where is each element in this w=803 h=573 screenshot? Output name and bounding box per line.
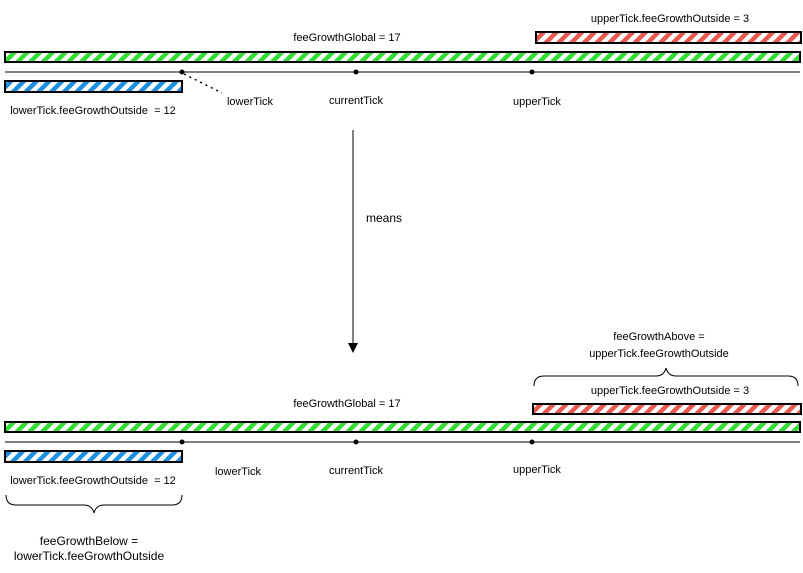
bottom-upper-outside-label: upperTick.feeGrowthOutside = 3: [591, 385, 749, 397]
top-upper-outside-bar: [535, 31, 802, 44]
bottom-section: feeGrowthAbove = upperTick.feeGrowthOuts…: [4, 331, 802, 563]
fee-growth-below-line2: lowerTick.feeGrowthOutside: [14, 549, 165, 563]
fee-growth-below-line1: feeGrowthBelow =: [40, 534, 138, 548]
bottom-fee-growth-global-bar: [4, 421, 801, 433]
bottom-upper-outside-bar: [532, 403, 802, 415]
bottom-lower-outside-label: lowerTick.feeGrowthOutside = 12: [10, 475, 176, 487]
top-lower-tick-leader: [183, 73, 223, 94]
bottom-current-tick-label: currentTick: [329, 465, 383, 477]
means-arrow: means: [348, 130, 402, 353]
bottom-fee-growth-global-label: feeGrowthGlobal = 17: [293, 398, 400, 410]
fee-growth-below-brace: [5, 494, 183, 514]
bottom-upper-tick-point: [529, 439, 535, 445]
fee-growth-above-line2: upperTick.feeGrowthOutside: [589, 348, 729, 360]
top-upper-tick-label: upperTick: [513, 96, 561, 108]
fee-growth-above-line1: feeGrowthAbove =: [613, 331, 704, 343]
top-lower-tick-label: lowerTick: [227, 96, 274, 108]
means-arrow-head: [348, 343, 358, 353]
bottom-lower-tick-point: [179, 439, 185, 445]
bottom-lower-outside-bar: [4, 450, 183, 463]
top-current-tick-label: currentTick: [329, 95, 383, 107]
bottom-upper-tick-label: upperTick: [513, 464, 561, 476]
fee-growth-above-brace: [533, 367, 799, 387]
top-lower-outside-bar: [4, 80, 183, 93]
bottom-lower-tick-label: lowerTick: [215, 466, 262, 478]
top-current-tick-point: [353, 69, 359, 75]
bottom-current-tick-point: [353, 439, 359, 445]
top-section: upperTick.feeGrowthOutside = 3 feeGrowth…: [4, 13, 802, 117]
top-fee-growth-global-label: feeGrowthGlobal = 17: [293, 32, 400, 44]
top-fee-growth-global-bar: [4, 51, 801, 63]
means-label: means: [366, 211, 402, 225]
top-upper-tick-point: [529, 69, 535, 75]
top-upper-outside-label: upperTick.feeGrowthOutside = 3: [591, 13, 749, 25]
top-lower-tick-point: [179, 69, 185, 75]
top-lower-outside-label: lowerTick.feeGrowthOutside = 12: [10, 105, 176, 117]
